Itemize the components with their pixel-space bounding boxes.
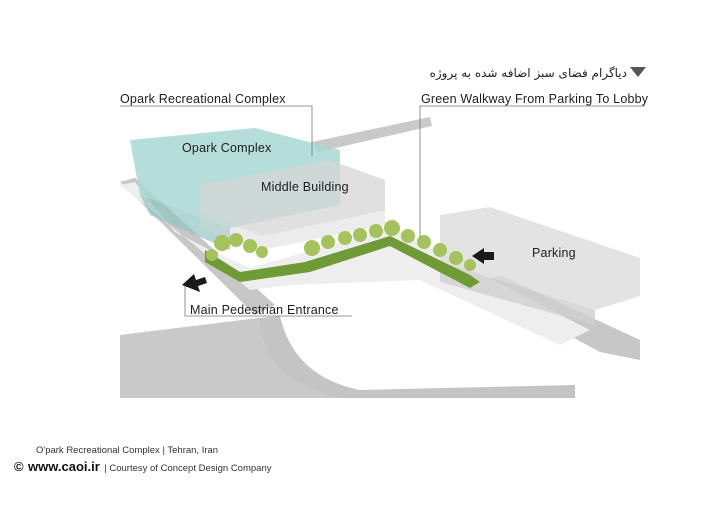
middle-building [200, 160, 385, 250]
label-opark-complex: Opark Complex [182, 141, 272, 155]
road-bottom [258, 316, 575, 398]
title-triangle-icon [630, 67, 646, 77]
tree-cluster [206, 220, 476, 271]
entrance-arrow-icon [182, 274, 207, 292]
footer-separator-2: | [104, 463, 110, 474]
road-curve [120, 318, 340, 398]
footer-courtesy: Courtesy of Concept Design Company [109, 463, 272, 474]
footer-brand-line: © www.caoi.ir | Courtesy of Concept Desi… [14, 458, 271, 476]
parking-block [440, 207, 640, 325]
label-green-walkway: Green Walkway From Parking To Lobby [421, 92, 649, 106]
label-middle-building: Middle Building [261, 180, 349, 194]
site-ground [120, 182, 590, 345]
leader-lines [120, 105, 645, 317]
footer-separator: | [162, 445, 168, 456]
copyright-icon: © [14, 459, 24, 474]
footer-project: O'park Recreational Complex [36, 445, 160, 456]
label-main-pedestrian-entrance: Main Pedestrian Entrance [190, 303, 339, 317]
label-opark-recreational-complex: Opark Recreational Complex [120, 92, 286, 106]
persian-title: دیاگرام فضای سبز اضافه شده به پروژه [429, 66, 627, 80]
parking-arrow-icon [472, 248, 494, 264]
road-top [312, 117, 432, 152]
footer-brand[interactable]: www.caoi.ir [28, 459, 100, 474]
footer-project-line: O'park Recreational Complex | Tehran, Ir… [36, 445, 218, 456]
label-parking: Parking [532, 246, 576, 260]
footer-location: Tehran, Iran [167, 445, 219, 456]
green-walkway [205, 236, 480, 288]
opark-complex-side [140, 195, 230, 250]
